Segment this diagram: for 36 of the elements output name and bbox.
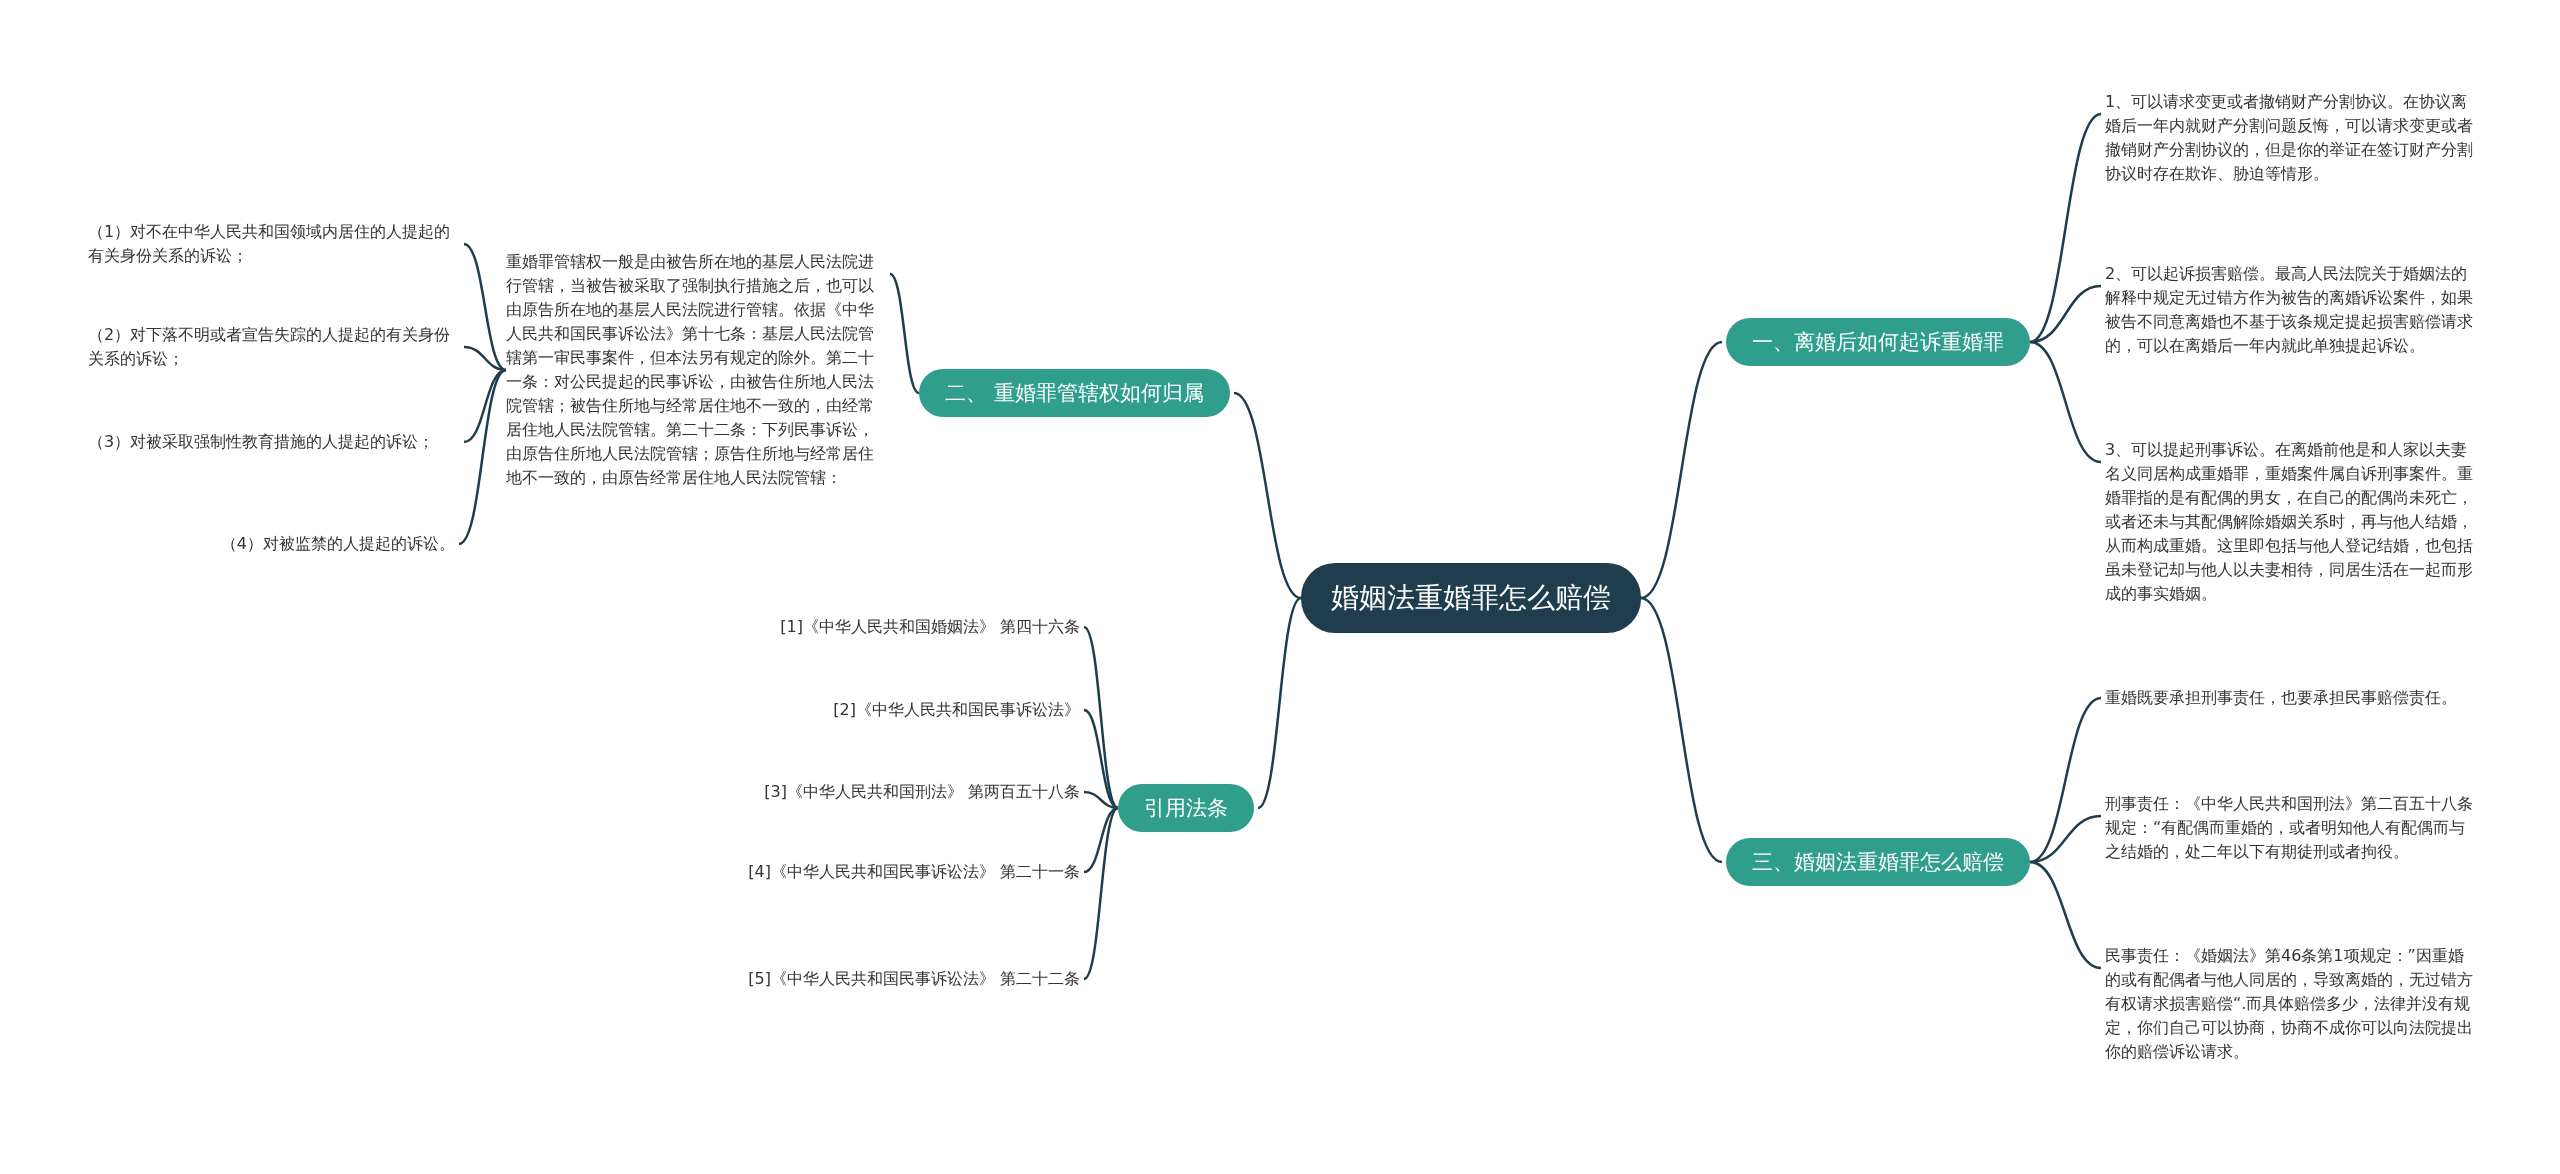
connector-line	[1640, 596, 1723, 864]
branch-topic: 一、离婚后如何起诉重婚罪	[1726, 318, 2030, 366]
connector-line	[1083, 807, 1119, 980]
leaf-text: [1]《中华人民共和国婚姻法》 第四十六条	[780, 615, 1080, 639]
connector-line	[1083, 708, 1119, 810]
connector-line	[1233, 391, 1302, 600]
leaf-text: （1）对不在中华人民共和国领域内居住的人提起的有关身份关系的诉讼；	[88, 220, 460, 268]
connector-line	[2029, 696, 2102, 864]
connector-line	[1640, 340, 1723, 600]
leaf-text: 民事责任：《婚姻法》第46条第1项规定：”因重婚的或有配偶者与他人同居的，导致离婚的，无过错方有权请求损害赔偿“.而具体赔偿多少，法律并没有规定，你们自己可以协商，协商不成你可以向法院提出你的赔偿诉讼请求。	[2105, 944, 2477, 1064]
leaf-text: 重婚罪管辖权一般是由被告所在地的基层人民法院进行管辖，当被告被采取了强制执行措施之后，也可以由原告所在地的基层人民法院进行管辖。依据《中华人民共和国民事诉讼法》第十七条：基层人民法院管辖第一审民事案件，但本法另有规定的除外。第二十一条：对公民提起的民事诉讼，由被告住所地人民法院管辖；被告住所地与经常居住地不一致的，由经常居住地人民法院管辖。第二十二条：下列民事诉讼，由原告住所地人民法院管辖；原告住所地与经常居住地不一致的，由原告经常居住地人民法院管辖：	[506, 250, 886, 490]
leaf-text: [2]《中华人民共和国民事诉讼法》	[833, 698, 1080, 722]
connector-line	[889, 272, 920, 395]
connector-line	[1083, 626, 1119, 809]
leaf-text: 2、可以起诉损害赔偿。最高人民法院关于婚姻法的解释中规定无过错方作为被告的离婚诉讼案件，如果被告不同意离婚也不基于该条规定提起损害赔偿请求的，可以在离婚后一年内就此单独提起诉讼。	[2105, 262, 2477, 358]
connector-line	[2029, 340, 2102, 464]
leaf-text: [5]《中华人民共和国民事诉讼法》 第二十二条	[748, 967, 1080, 991]
central-topic: 婚姻法重婚罪怎么赔偿	[1301, 563, 1641, 633]
connector-line	[2029, 112, 2102, 344]
connector-line	[1083, 806, 1119, 874]
leaf-text: （3）对被采取强制性教育措施的人提起的诉讼；	[88, 430, 460, 454]
leaf-text: [4]《中华人民共和国民事诉讼法》 第二十一条	[748, 860, 1080, 884]
connector-line	[463, 242, 507, 372]
connector-line	[2029, 860, 2102, 970]
leaf-text: 3、可以提起刑事诉讼。在离婚前他是和人家以夫妻名义同居构成重婚罪，重婚案件属自诉刑事案件。重婚罪指的是有配偶的男女，在自己的配偶尚未死亡，或者还未与其配偶解除婚姻关系时，再与他人结婚，从而构成重婚。这里即包括与他人登记结婚，也包括虽未登记却与他人以夫妻相待，同居生活在一起而形成的事实婚姻。	[2105, 438, 2477, 606]
branch-topic: 引用法条	[1118, 784, 1254, 832]
leaf-text: 1、可以请求变更或者撤销财产分割协议。在协议离婚后一年内就财产分割问题反悔，可以请求变更或者撤销财产分割协议的，但是你的举证在签订财产分割协议时存在欺诈、胁迫等情形。	[2105, 90, 2477, 186]
leaf-text: 重婚既要承担刑事责任，也要承担民事赔偿责任。	[2105, 686, 2477, 710]
leaf-text: [3]《中华人民共和国刑法》 第两百五十八条	[764, 780, 1080, 804]
leaf-text: （2）对下落不明或者宣告失踪的人提起的有关身份关系的诉讼；	[88, 323, 460, 371]
connector-line	[1257, 597, 1302, 809]
leaf-text: 刑事责任：《中华人民共和国刑法》第二百五十八条规定：“有配偶而重婚的，或者明知他人有配偶而与之结婚的，处二年以下有期徒刑或者拘役。	[2105, 792, 2477, 864]
branch-topic: 二、 重婚罪管辖权如何归属	[919, 369, 1230, 417]
leaf-text: （4）对被监禁的人提起的诉讼。	[220, 532, 455, 556]
branch-topic: 三、婚姻法重婚罪怎么赔偿	[1726, 838, 2030, 886]
connector-line	[458, 368, 507, 546]
